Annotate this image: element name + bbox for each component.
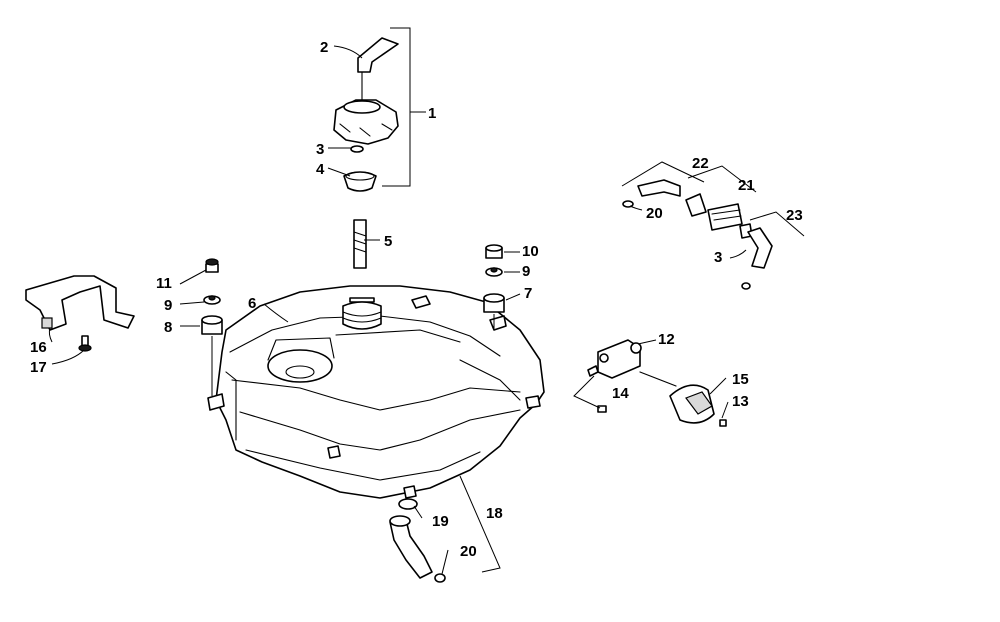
callout-labels: 1 2 3 4 5 6 7 8 9 10 11 12 13 14 15 16 1… <box>30 39 803 560</box>
callout-3: 3 <box>316 141 324 158</box>
callout-15: 15 <box>732 371 749 388</box>
callout-23: 23 <box>786 207 803 224</box>
callout-9-right: 9 <box>522 263 530 280</box>
callout-20-bottom: 20 <box>460 543 477 560</box>
left-grommets <box>201 258 223 335</box>
callout-1: 1 <box>428 105 436 122</box>
callout-10: 10 <box>522 243 539 260</box>
callout-6: 6 <box>248 295 256 312</box>
fuel-cap-assembly <box>333 37 399 269</box>
callout-17: 17 <box>30 359 47 376</box>
callout-22: 22 <box>692 155 709 172</box>
fuel-filter-kit <box>622 179 773 290</box>
mounting-bracket <box>25 275 135 352</box>
right-grommets <box>483 244 505 313</box>
callout-5: 5 <box>384 233 392 250</box>
leader-lines <box>48 27 805 575</box>
fuel-valve <box>587 339 727 427</box>
callout-13: 13 <box>732 393 749 410</box>
callout-9: 9 <box>164 297 172 314</box>
callout-18: 18 <box>486 505 503 522</box>
callout-4: 4 <box>316 161 325 178</box>
callout-20-top: 20 <box>646 205 663 222</box>
callout-7: 7 <box>524 285 532 302</box>
fuel-tank <box>207 285 545 499</box>
bottom-hose-kit <box>389 498 446 583</box>
callout-19: 19 <box>432 513 449 530</box>
callout-12: 12 <box>658 331 675 348</box>
callout-16: 16 <box>30 339 47 356</box>
callout-21: 21 <box>738 177 755 194</box>
callout-8: 8 <box>164 319 172 336</box>
callout-11: 11 <box>156 275 172 292</box>
callout-14: 14 <box>612 385 629 402</box>
callout-2: 2 <box>320 39 328 56</box>
callout-3-right: 3 <box>714 249 722 266</box>
